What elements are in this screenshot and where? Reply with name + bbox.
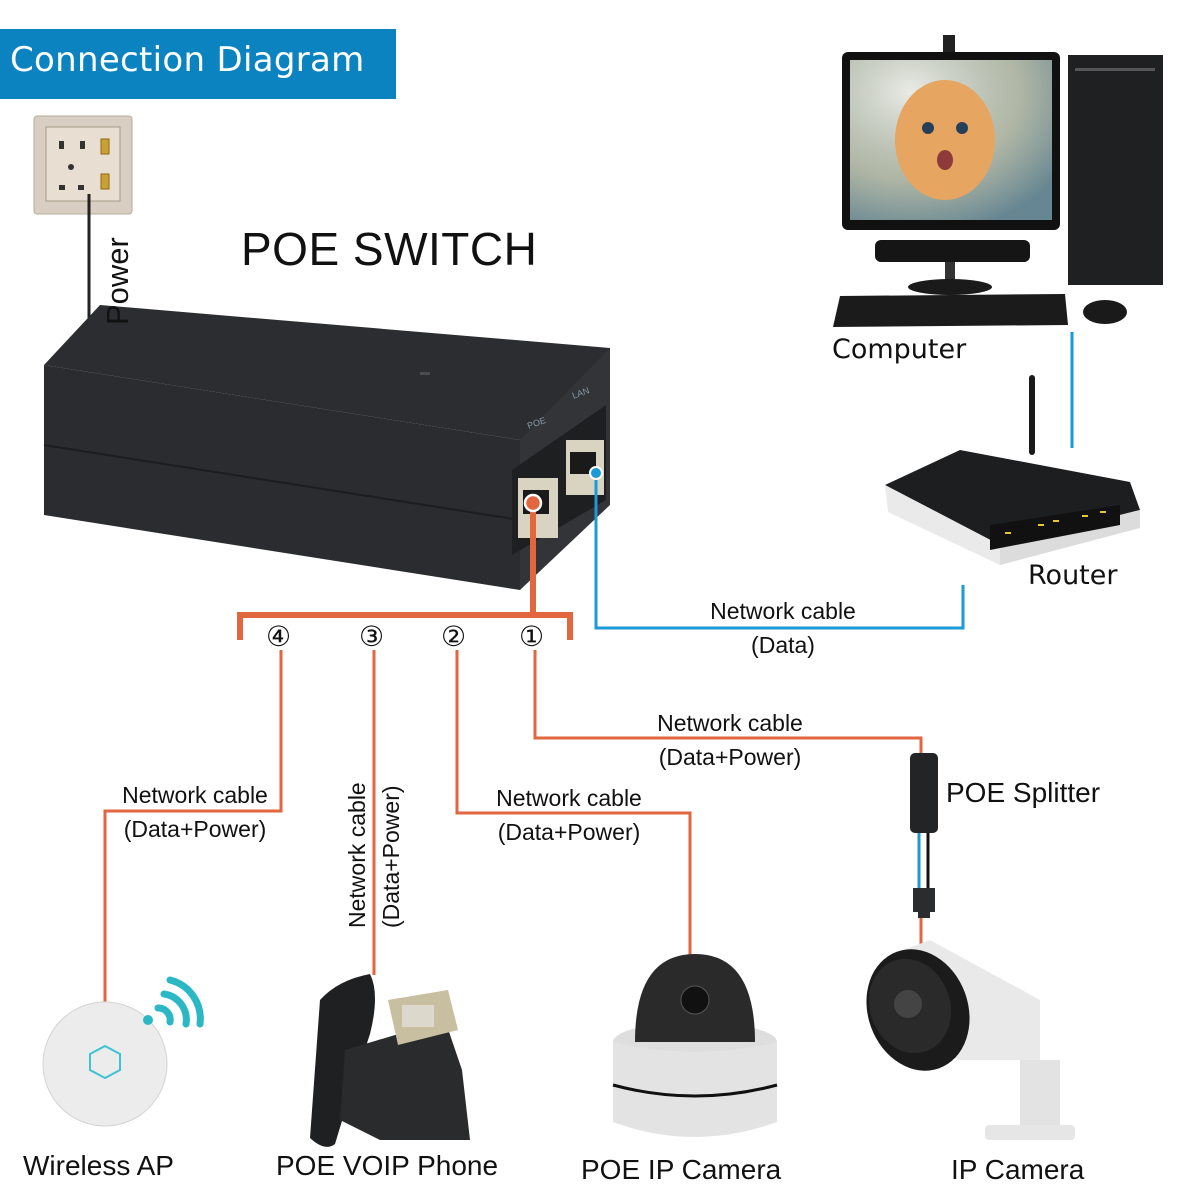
port2-cable-label: Network cable (Data+Power) <box>469 781 669 849</box>
port4-cable-label: Network cable (Data+Power) <box>95 778 295 846</box>
bullet-camera-icon <box>866 940 1075 1140</box>
poe-port-marker <box>523 493 543 513</box>
poe-switch-device <box>43 305 610 590</box>
wireless-ap-icon <box>42 1001 168 1127</box>
port1-cable-label-line1: Network cable <box>657 710 803 736</box>
data-cable-label: Network cable (Data) <box>683 594 883 662</box>
data-cable <box>594 475 965 630</box>
port3-cable-label-line2: (Data+Power) <box>378 785 404 928</box>
data-cable-label-line2: (Data) <box>751 632 815 658</box>
port3-cable-label-line1: Network cable <box>344 782 370 928</box>
dome-camera-icon <box>612 954 778 1137</box>
page-title: Connection Diagram <box>10 40 365 80</box>
poe-ip-camera-label: POE IP Camera <box>581 1154 782 1185</box>
port-number-4: ④ <box>266 620 292 653</box>
computer-label: Computer <box>832 334 967 365</box>
switch-title: POE SWITCH <box>241 223 538 275</box>
voip-phone-label: POE VOIP Phone <box>276 1150 499 1181</box>
poe-cable-bus <box>237 503 573 640</box>
power-label: Power <box>100 237 135 325</box>
port-number-2: ② <box>441 620 467 653</box>
port1-cable-label: Network cable (Data+Power) <box>630 706 830 774</box>
ip-camera-label: IP Camera <box>951 1154 1085 1185</box>
router-icon <box>885 375 1140 565</box>
port2-cable-label-line2: (Data+Power) <box>497 819 641 845</box>
computer-icon <box>833 35 1163 327</box>
router-label: Router <box>1028 560 1118 591</box>
poe-splitter-icon <box>910 753 938 918</box>
cable-port-4 <box>103 650 283 1005</box>
wall-socket-icon <box>33 115 133 215</box>
wireless-ap-label: Wireless AP <box>23 1150 174 1181</box>
data-cable-label-line1: Network cable <box>710 598 856 624</box>
cable-port-1 <box>533 650 923 755</box>
port2-cable-label-line1: Network cable <box>496 785 642 811</box>
port4-cable-label-line1: Network cable <box>122 782 268 808</box>
title-banner <box>0 29 396 99</box>
wifi-signal-icon <box>154 976 204 1028</box>
cable-port-2 <box>455 650 692 955</box>
port4-cable-label-line2: (Data+Power) <box>123 816 267 842</box>
poe-splitter-label: POE Splitter <box>946 777 1101 808</box>
lan-port-marker <box>589 466 603 480</box>
port1-cable-label-line2: (Data+Power) <box>658 744 802 770</box>
voip-phone-icon <box>310 974 470 1147</box>
port3-cable-label: Network cable (Data+Power) <box>340 782 408 928</box>
port-number-3: ③ <box>359 620 385 653</box>
port-number-1: ① <box>519 620 545 653</box>
